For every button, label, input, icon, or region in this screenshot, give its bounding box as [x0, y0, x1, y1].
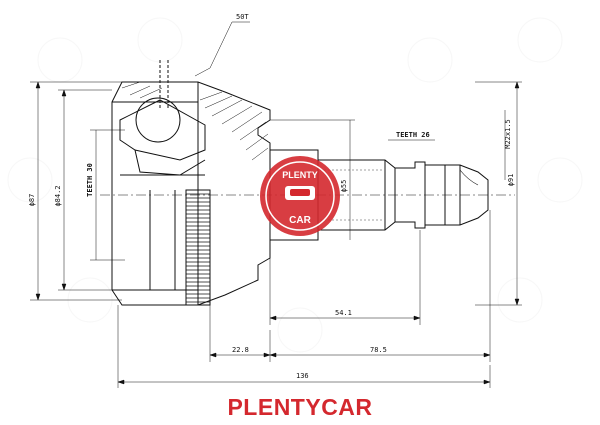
label-length-stem: 54.1	[335, 309, 352, 317]
label-length-total: 136	[296, 372, 309, 380]
label-stem-diameter: ϕ55	[340, 180, 348, 193]
label-length-boot: 22.8	[232, 346, 249, 354]
label-length-shaft: 78.5	[370, 346, 387, 354]
label-housing-diameter: ϕ84.2	[54, 185, 62, 206]
label-inner-teeth: TEETH 30	[86, 163, 94, 197]
joint-housing	[111, 60, 271, 306]
logo-text-top: PLENTY	[282, 170, 318, 180]
logo-text-bottom: CAR	[289, 215, 311, 226]
abs-ring	[185, 189, 211, 306]
outer-stem	[269, 149, 489, 241]
label-outer-diameter: ϕ87	[28, 194, 36, 207]
label-outer-teeth: TEETH 26	[396, 131, 430, 139]
label-thread: M22x1.5	[504, 119, 512, 149]
label-tip-diameter: ϕ91	[507, 174, 515, 187]
brand-caption: PLENTYCAR	[227, 394, 373, 420]
dimension-lines	[30, 21, 522, 388]
label-balls: 50T	[236, 13, 249, 21]
plentycar-logo: PLENTY CAR	[260, 156, 340, 236]
